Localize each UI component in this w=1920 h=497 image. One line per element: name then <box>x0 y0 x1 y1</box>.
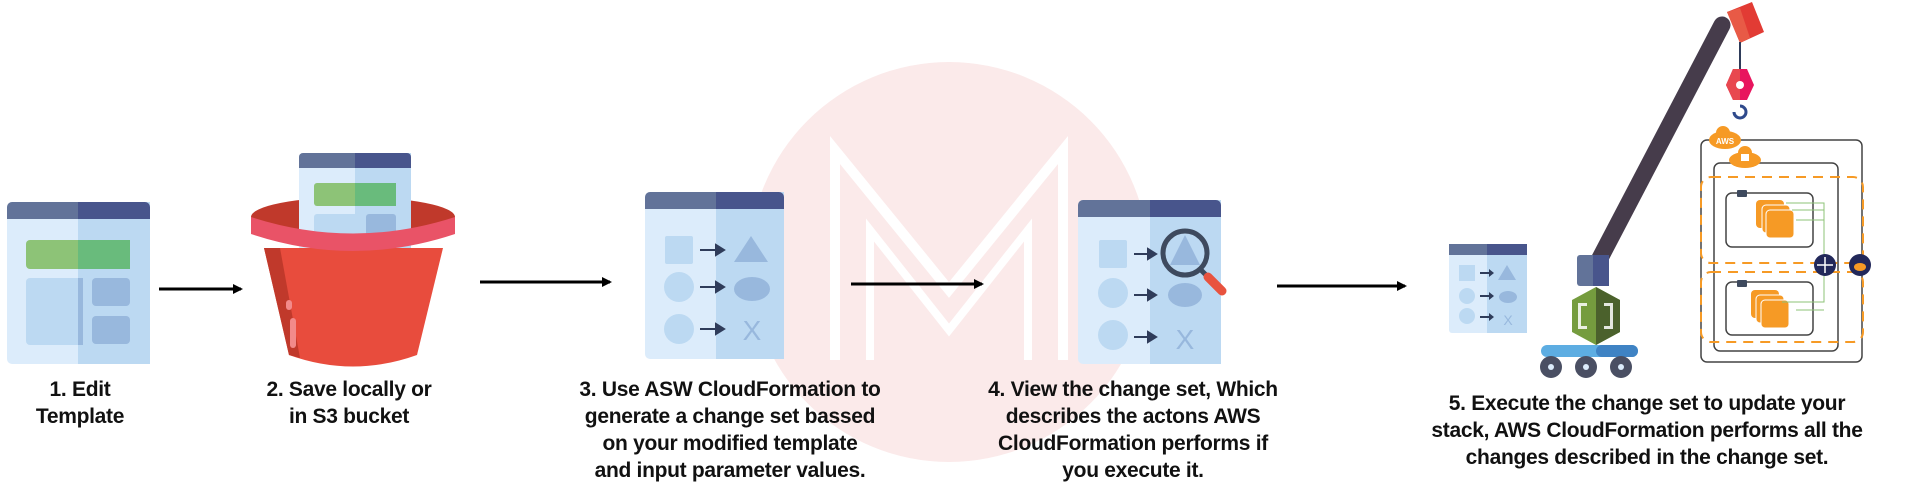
caption-line: you execute it. <box>1062 459 1204 482</box>
vpc-lock-cloud-icon <box>1729 146 1761 168</box>
caption-line: stack, AWS CloudFormation performs all t… <box>1431 419 1863 442</box>
caption-line: on your modified template <box>602 432 858 455</box>
caption-line: describes the actons AWS <box>1005 405 1261 428</box>
svg-text:X: X <box>743 315 762 346</box>
caption-line: 3. Use ASW CloudFormation to <box>579 378 881 401</box>
caption-line: 4. View the change set, Which <box>988 378 1278 401</box>
aws-architecture-icon: AWS <box>1700 126 1871 363</box>
caption-line: 1. Edit <box>49 378 111 401</box>
aws-cloud-badge: AWS <box>1709 126 1741 149</box>
s3-bucket-icon <box>251 153 455 367</box>
caption-line: and input parameter values. <box>594 459 866 482</box>
watermark-logo <box>749 62 1149 462</box>
caption-line: 2. Save locally or <box>266 378 432 401</box>
step-3-caption: 3. Use ASW CloudFormation to generate a … <box>579 376 880 484</box>
template-window-icon <box>7 202 150 364</box>
magnifier-icon <box>1160 228 1227 296</box>
caption-line: Template <box>35 405 125 428</box>
caption-line: changes described in the change set. <box>1465 446 1829 469</box>
caption-line: generate a change set bassed <box>584 405 876 428</box>
cloudformation-cube-icon <box>1572 287 1620 345</box>
small-change-set-window-icon: X <box>1449 244 1527 333</box>
aws-badge-label: AWS <box>1716 137 1735 146</box>
step-1-caption: 1. Edit Template <box>35 376 125 430</box>
step-5-caption: 5. Execute the change set to update your… <box>1431 390 1863 471</box>
step-4-caption: 4. View the change set, Which describes … <box>988 376 1278 484</box>
step-2-caption: 2. Save locally or in S3 bucket <box>266 376 431 430</box>
crane-icon <box>1540 2 1764 378</box>
caption-line: in S3 bucket <box>288 405 410 428</box>
change-set-window-icon: X <box>645 192 784 359</box>
svg-text:X: X <box>1503 312 1513 328</box>
view-change-set-window-icon: X <box>1078 200 1227 364</box>
svg-text:X: X <box>1176 324 1195 355</box>
caption-line: 5. Execute the change set to update your <box>1448 392 1846 415</box>
caption-line: CloudFormation performs if <box>998 432 1268 455</box>
